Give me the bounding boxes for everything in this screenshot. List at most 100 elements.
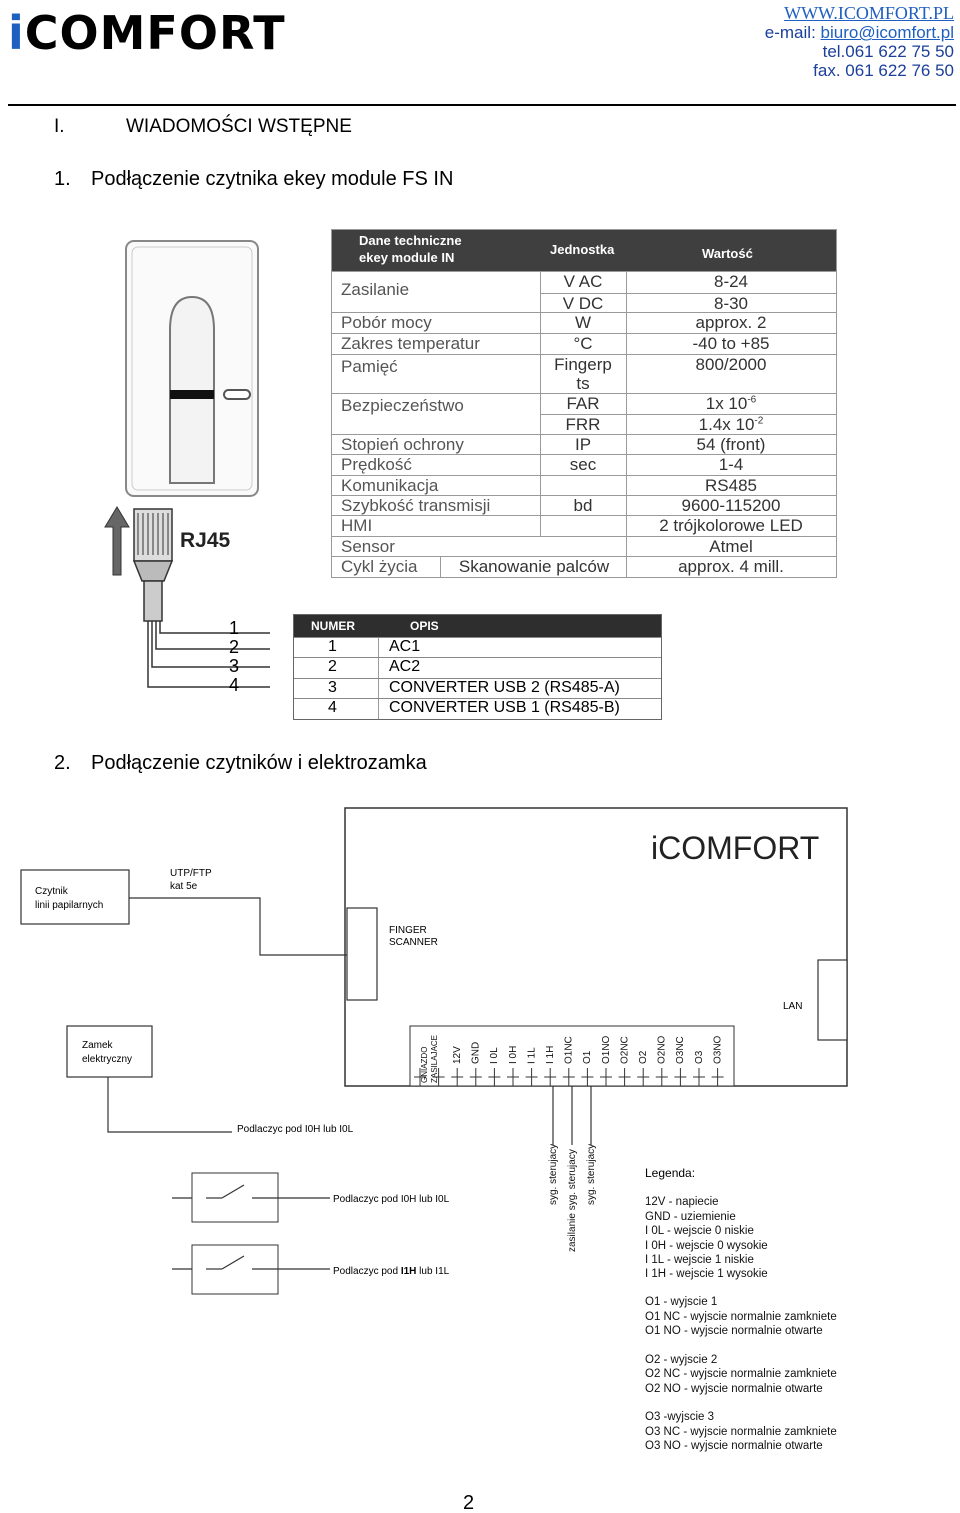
reader-label-1: Czytnik — [35, 886, 69, 897]
spec-name: Zakres temperatur — [341, 334, 480, 353]
spec-row: Szybkość transmisji bd 9600-115200 — [332, 495, 836, 515]
spec-row: V DC 8-30 — [332, 292, 836, 314]
spec-name: Komunikacja — [341, 476, 439, 495]
spec-value: -40 to +85 — [692, 334, 770, 353]
spec-unit: bd — [573, 496, 593, 515]
legend-item: I 1H - wejscie 1 wysokie — [645, 1268, 768, 1280]
pin-number: 4 — [328, 699, 337, 716]
spec-unit: °C — [573, 334, 593, 353]
spec-row: Zakres temperatur °C -40 to +85 — [332, 333, 836, 354]
cable-label-1: UTP/FTP — [170, 868, 212, 879]
spec-name: Bezpieczeństwo — [341, 396, 464, 415]
email-link[interactable]: biuro@icomfort.pl — [820, 23, 954, 42]
spec-unit: FAR — [566, 394, 600, 413]
spec-name: Pobór mocy — [341, 313, 432, 332]
pin-desc: CONVERTER USB 1 (RS485-B) — [389, 699, 620, 716]
brand-logo: iCOMFORT — [8, 6, 286, 60]
terminal-screw — [488, 1068, 501, 1086]
spec-value: Atmel — [709, 537, 753, 556]
pin-header-number: NUMER — [311, 619, 355, 633]
terminal-screw — [581, 1068, 594, 1086]
lock-label-2: elektryczny — [82, 1054, 132, 1065]
spec-row: Bezpieczeństwo FAR 1x 10-6 FRR 1.4x 10-2 — [332, 393, 836, 434]
spec-value: 800/2000 — [695, 355, 767, 374]
terminal-label: I 0H — [508, 1046, 519, 1064]
legend-item: O3 NC - wyjscie normalnie zamkniete — [645, 1426, 837, 1438]
pin-row: 1 AC1 — [294, 637, 661, 657]
terminal-label: O3 — [694, 1050, 705, 1064]
terminal-screw — [618, 1068, 631, 1086]
legend-item: I 0L - wejscie 0 niskie — [645, 1225, 754, 1237]
terminal-screw — [711, 1068, 724, 1086]
spec-value: 54 (front) — [696, 435, 766, 454]
spec-value: 1.4x 10-2 — [626, 414, 836, 435]
spec-col-divider-3 — [440, 556, 441, 577]
technical-spec-table: Dane techniczne ekey module IN Jednostka… — [331, 229, 837, 578]
terminal-screw — [414, 1068, 426, 1086]
terminal-screw — [693, 1068, 705, 1086]
terminal-label: O1NO — [601, 1035, 612, 1064]
legend-item: I 1L - wejscie 1 niskie — [645, 1254, 754, 1266]
control-signal-label-2: zasilanie syg. sterujacy — [567, 1149, 578, 1252]
legend-item: I 0H - wejscie 0 wysokie — [645, 1240, 768, 1252]
terminal-screw — [562, 1068, 575, 1086]
spec-header-title-1: Dane techniczne — [359, 233, 462, 248]
terminal-label: O3NO — [712, 1035, 723, 1064]
power-terminal-label-2: ZASILAJACE — [430, 1035, 439, 1083]
reader-label-2: linii papilarnych — [35, 900, 103, 911]
spec-unit: V DC — [540, 293, 626, 314]
spec-row: Stopień ochrony IP 54 (front) — [332, 434, 836, 454]
switch-2-label: Podlaczyc pod I1H lub I1L — [333, 1266, 450, 1277]
legend-title: Legenda: — [645, 1166, 695, 1180]
spec-header-value: Wartość — [702, 246, 753, 261]
pin-desc: AC1 — [389, 638, 421, 655]
legend-item: O1 NC - wyjscie normalnie zamkniete — [645, 1311, 837, 1323]
wire-number-2: 2 — [229, 637, 240, 657]
header-divider — [8, 104, 956, 106]
terminal-screw — [432, 1068, 445, 1086]
legend-item: O1 NO - wyjscie normalnie otwarte — [645, 1325, 823, 1337]
lock-connect-label: Podlaczyc pod I0H lub I0L — [237, 1124, 354, 1135]
pin-row: 4 CONVERTER USB 1 (RS485-B) — [294, 698, 661, 718]
website-link[interactable]: WWW.ICOMFORT.PL — [784, 3, 954, 23]
pin-desc: AC2 — [389, 658, 421, 675]
terminal-screw — [525, 1068, 538, 1086]
subsection-2-number: 2. — [54, 752, 71, 774]
subsection-2-title: Podłączenie czytników i elektrozamka — [91, 752, 427, 774]
legend-item: 12V - napiecie — [645, 1196, 719, 1208]
pin-table-header: NUMER OPIS — [294, 615, 661, 637]
control-signal-label-1: syg. sterujacy — [548, 1144, 559, 1205]
terminal-label: O2NO — [657, 1035, 668, 1064]
terminal-label: O1 — [582, 1050, 593, 1064]
email-line: e-mail: biuro@icomfort.pl — [764, 23, 954, 42]
spec-value: approx. 4 mill. — [678, 557, 784, 576]
spec-name: Szybkość transmisji — [341, 496, 491, 515]
legend-item: O2 NO - wyjscie normalnie otwarte — [645, 1383, 823, 1395]
pin-row: 2 AC2 — [294, 657, 661, 677]
terminal-screw — [507, 1068, 519, 1086]
spec-header-title-2: ekey module IN — [359, 250, 455, 265]
spec-name: Sensor — [341, 537, 395, 556]
pin-number: 1 — [328, 638, 337, 655]
pin-number: 2 — [328, 658, 337, 675]
rj45-label: RJ45 — [180, 529, 231, 552]
terminal-label: O1NC — [564, 1036, 575, 1064]
pin-table: NUMER OPIS 1 AC1 2 AC2 3 CONVERTER USB 2… — [293, 614, 662, 720]
spec-unit: ts — [576, 374, 590, 393]
terminal-screw — [544, 1068, 557, 1086]
spec-name: Cykl życia — [341, 557, 418, 576]
contact-block: WWW.ICOMFORT.PL e-mail: biuro@icomfort.p… — [764, 3, 954, 81]
spec-name: HMI — [341, 516, 373, 535]
spec-row: Pamięć Fingerp ts 800/2000 — [332, 354, 836, 393]
terminal-label: I 0L — [489, 1047, 500, 1064]
controller-brand: iCOMFORT — [651, 830, 819, 866]
control-signal-label-3: syg. sterujacy — [586, 1144, 597, 1205]
legend-item: O2 NC - wyjscie normalnie zamkniete — [645, 1368, 837, 1380]
terminal-label: I 1H — [545, 1046, 556, 1064]
spec-row: Zasilanie V AC 8-24 — [332, 271, 836, 299]
spec-name: Pamięć — [341, 357, 398, 376]
spec-value: RS485 — [705, 476, 757, 495]
lan-label: LAN — [783, 1001, 802, 1012]
spec-value: 1x 10-6 — [705, 394, 757, 413]
pin-header-desc: OPIS — [410, 619, 439, 633]
